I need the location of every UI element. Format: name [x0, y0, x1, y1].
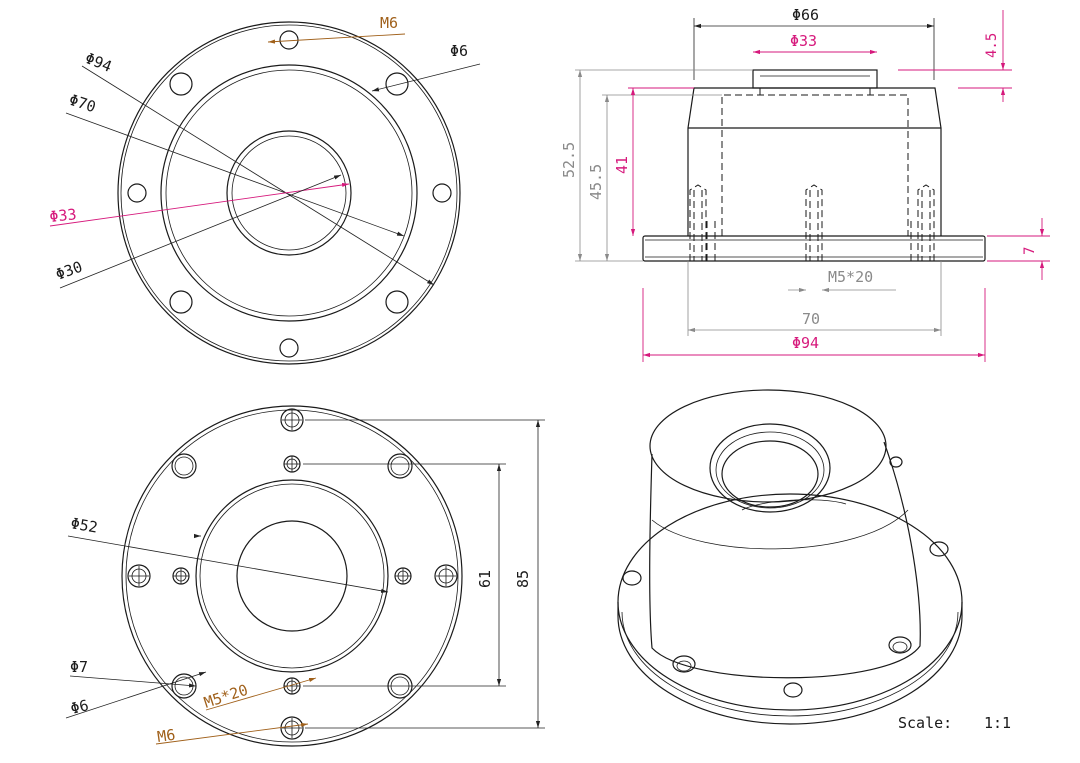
front-phi6-label: Φ6: [450, 42, 468, 60]
phi33-leader: [49, 182, 350, 227]
phi30-leader: [59, 174, 342, 289]
front-phi33-label: Φ33: [49, 205, 78, 226]
side-phi33-label: Φ33: [790, 32, 817, 50]
m6-leader: [267, 33, 406, 44]
title-block: Scale: 1:1: [898, 714, 1011, 732]
phi94-leader: [81, 65, 435, 286]
m5x20-bottom-leader: [205, 677, 317, 711]
front-phi94-label: Φ94: [83, 49, 115, 76]
front-bore-outer-circle: [226, 130, 352, 256]
iso-boss-outer: [709, 423, 831, 513]
side-body: [687, 87, 942, 236]
bottom-phi52-label: Φ52: [69, 514, 99, 536]
iso-body-top: [649, 389, 887, 503]
isometric-view: [617, 389, 963, 725]
iso-body: [649, 441, 921, 679]
phi6-leader: [371, 63, 481, 92]
front-m6-label: M6: [380, 14, 398, 32]
side-h45_5-label: 45.5: [587, 164, 605, 200]
bottom-m5x20-label: M5*20: [202, 681, 251, 712]
side-hidden-bore: [721, 94, 909, 236]
bottom-bore-circle: [236, 520, 348, 632]
side-h52_5-label: 52.5: [560, 142, 578, 178]
bottom-d61-label: 61: [476, 570, 494, 588]
front-outer-flange-circle: [117, 21, 461, 365]
phi7-leader: [69, 675, 197, 688]
side-phi94-label: Φ94: [792, 334, 819, 352]
bottom-view: Φ52 61 85 Φ7 Φ6 M5*20 M6: [65, 405, 545, 747]
bottom-phi7-label: Φ7: [70, 658, 88, 676]
side-flange: [642, 235, 986, 262]
front-body-circle: [160, 64, 418, 322]
iso-holes: [622, 456, 949, 698]
scale-value: 1:1: [984, 714, 1011, 732]
scale-label: Scale:: [898, 714, 952, 732]
side-phi66-label: Φ66: [792, 6, 819, 24]
bottom-m6-label: M6: [156, 726, 176, 746]
front-view: M6 Φ6 Φ94 Φ70 Φ33 Φ30: [49, 14, 481, 365]
side-w70-label: 70: [802, 310, 820, 328]
side-boss: [752, 69, 878, 89]
bottom-outer-circle: [121, 405, 463, 747]
side-view: Φ66 Φ33 4.5 52.5 45.5 41 7 M5*20 70 Φ94: [560, 6, 1050, 362]
side-m5x20-label: M5*20: [828, 268, 873, 286]
phi52-leader: [67, 535, 389, 593]
bottom-phi6-label: Φ6: [69, 696, 91, 718]
bottom-holes: [127, 408, 458, 740]
bottom-d85-label: 85: [514, 570, 532, 588]
front-phi70-label: Φ70: [67, 91, 98, 116]
iso-bore: [721, 440, 819, 508]
phi70-leader: [65, 112, 405, 237]
side-h4_5-label: 4.5: [984, 33, 1000, 58]
m6-bottom-leader: [155, 722, 309, 745]
bottom-recess-circle: [195, 479, 389, 673]
side-h41-label: 41: [613, 156, 631, 174]
front-bolt-holes: [127, 30, 452, 358]
side-h7-label: 7: [1022, 247, 1038, 255]
phi6-bottom-leader: [65, 671, 207, 719]
side-hidden-bolts: [689, 184, 935, 261]
iso-flange-rim: [617, 602, 963, 725]
front-bore-inner-circle: [231, 135, 347, 251]
